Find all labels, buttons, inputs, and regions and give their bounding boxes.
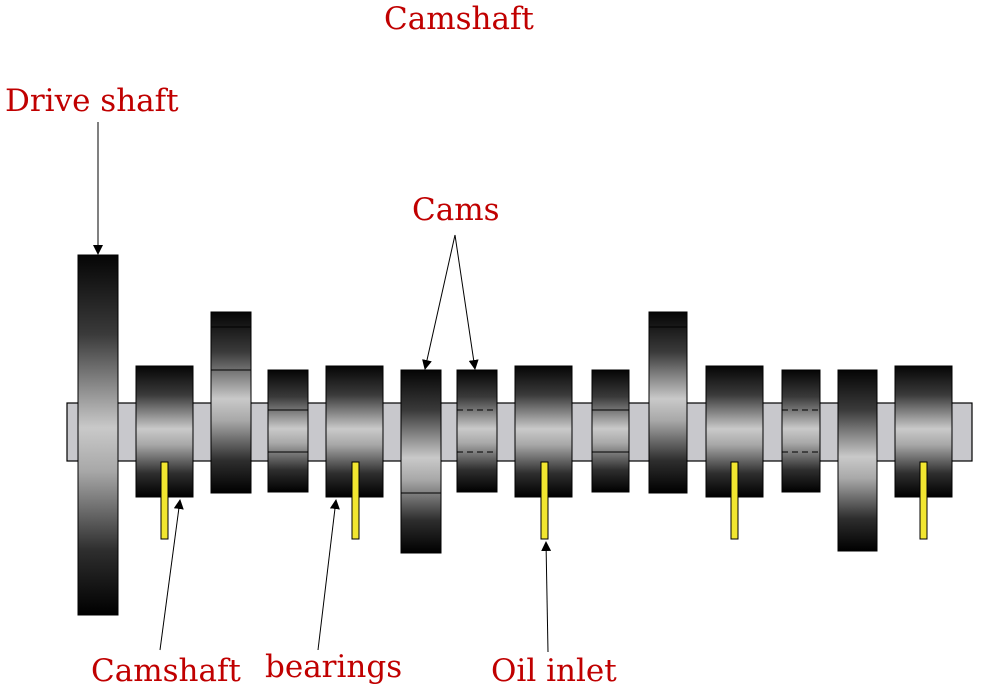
bearings-label: bearings bbox=[265, 649, 403, 685]
oil-passages bbox=[160, 461, 928, 540]
oil-passage bbox=[730, 461, 739, 540]
camshaft-bearings-arrow-left bbox=[159, 499, 184, 651]
cam-lobe bbox=[648, 311, 688, 494]
cam-lobe bbox=[400, 369, 442, 554]
drive-shaft-label: Drive shaft bbox=[5, 83, 179, 119]
oil-passage bbox=[919, 461, 928, 540]
bearing-journals bbox=[135, 365, 953, 498]
oil-passage bbox=[540, 461, 549, 540]
cam-lobes bbox=[210, 311, 878, 554]
cam-lobe bbox=[591, 369, 630, 493]
cam-lobe bbox=[456, 369, 498, 493]
diagram-title: Camshaft bbox=[384, 1, 534, 37]
cam-lobe bbox=[837, 369, 878, 552]
drive-shaft-disc bbox=[77, 254, 119, 616]
cams-label: Cams bbox=[412, 192, 500, 228]
cam-lobe bbox=[210, 311, 252, 494]
oil-passage bbox=[351, 461, 360, 540]
oil-passage bbox=[160, 461, 169, 540]
bearing-journal bbox=[135, 365, 194, 498]
cam-lobe bbox=[781, 369, 821, 493]
cams-arrow-right bbox=[454, 234, 479, 370]
cams-arrow-left bbox=[422, 234, 456, 370]
leader-lines bbox=[93, 122, 552, 653]
oil-inlet-arrow bbox=[541, 541, 552, 653]
cam-lobe bbox=[267, 369, 309, 493]
camshaft-label: Camshaft bbox=[91, 653, 241, 689]
oil-inlet-label: Oil inlet bbox=[491, 653, 617, 689]
camshaft-bearings-arrow-right bbox=[317, 499, 340, 651]
